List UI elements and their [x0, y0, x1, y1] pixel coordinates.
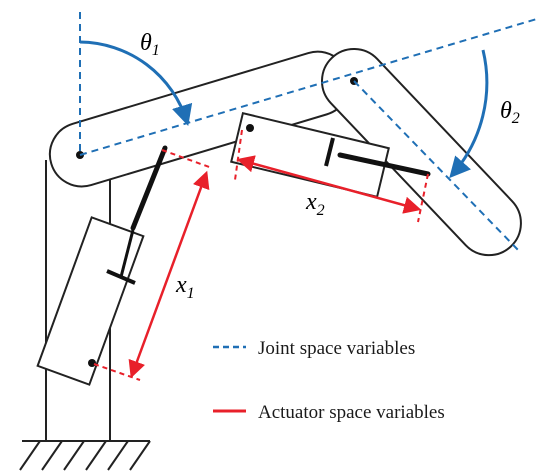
legend-actuator-label: Actuator space variables [258, 402, 445, 423]
ground-hatch [19, 440, 41, 471]
legend-joint-label: Joint space variables [258, 338, 415, 359]
x1-arrow [128, 170, 210, 379]
joint-1-link-axis [79, 17, 541, 156]
theta-2-arc [449, 49, 489, 179]
actuator-1-cylinder [36, 216, 145, 386]
theta-1-arc [79, 40, 193, 127]
x-2-label: x2 [305, 189, 325, 219]
ground-hatch [63, 440, 85, 471]
actuator-space-lines [93, 129, 429, 381]
actuator-1-pivot [88, 359, 96, 367]
ground [19, 440, 151, 471]
ground-hatch [41, 440, 63, 471]
legend: Joint space variables Actuator space var… [213, 338, 445, 423]
x-1-label: x1 [175, 272, 195, 302]
joint-2-link-axis [353, 80, 521, 253]
x2-arrow [236, 155, 422, 214]
ground-hatch [107, 440, 129, 471]
ground-hatch [129, 440, 151, 471]
theta-1-label: θ1 [140, 30, 160, 59]
actuator-1 [36, 145, 168, 386]
actuator-2-pivot [246, 124, 254, 132]
theta-2-label: θ2 [500, 98, 520, 127]
ground-hatch [85, 440, 107, 471]
joint-space-lines [79, 12, 541, 253]
